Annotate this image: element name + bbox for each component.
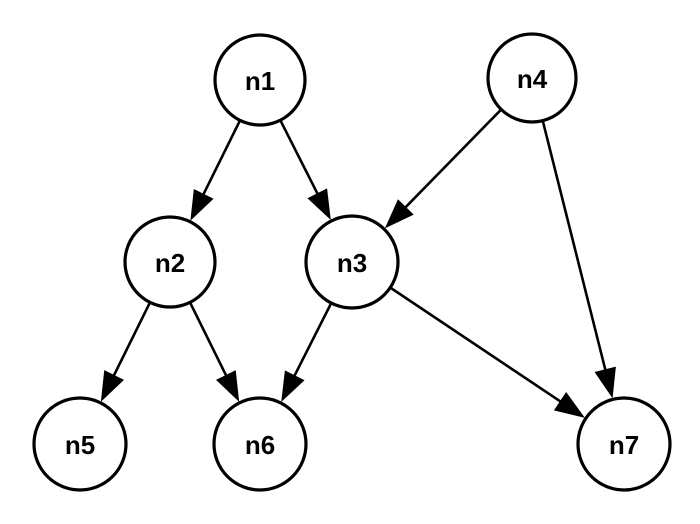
edge-n2-to-n5 [100, 302, 151, 402]
node-n1[interactable]: n1 [213, 33, 307, 127]
node-n3[interactable]: n3 [304, 214, 400, 310]
node-circle[interactable] [486, 32, 578, 124]
node-n2[interactable]: n2 [123, 215, 217, 309]
arrowhead-icon [384, 199, 414, 229]
edge-line [402, 109, 502, 211]
arrowhead-icon [307, 188, 331, 221]
node-circle[interactable] [213, 33, 307, 127]
node-label: n4 [517, 64, 548, 94]
edge-n3-to-n7 [390, 287, 585, 418]
node-circle[interactable] [212, 396, 308, 492]
edge-layer [100, 109, 616, 418]
edge-n4-to-n3 [384, 109, 502, 229]
edge-n2-to-n6 [189, 302, 240, 402]
edge-line [279, 120, 321, 198]
edge-n4-to-n7 [541, 121, 616, 399]
node-circle[interactable] [32, 396, 128, 492]
node-circle[interactable] [123, 215, 217, 309]
edge-n1-to-n2 [190, 120, 241, 221]
arrowhead-icon [553, 392, 585, 418]
node-label: n6 [245, 430, 275, 460]
arrowhead-icon [281, 370, 305, 403]
node-n6[interactable]: n6 [212, 396, 308, 492]
edge-line [189, 302, 229, 380]
node-circle[interactable] [576, 396, 672, 492]
arrowhead-icon [100, 370, 124, 402]
node-layer: n1 n2 n3 n4 n5 n6 n7 [32, 32, 672, 492]
edge-line [541, 121, 608, 374]
node-n7[interactable]: n7 [576, 396, 672, 492]
node-circle[interactable] [304, 214, 400, 310]
edge-line [390, 287, 565, 405]
node-label: n5 [65, 430, 95, 460]
edge-n1-to-n3 [279, 120, 331, 221]
node-label: n2 [155, 248, 185, 278]
arrowhead-icon [594, 366, 616, 399]
node-label: n1 [245, 66, 275, 96]
edge-n3-to-n6 [281, 303, 332, 403]
arrowhead-icon [216, 370, 240, 402]
arrowhead-icon [190, 189, 214, 221]
edge-line [200, 120, 241, 199]
edge-line [111, 302, 151, 380]
edge-line [291, 303, 332, 380]
node-n4[interactable]: n4 [486, 32, 578, 124]
node-n5[interactable]: n5 [32, 396, 128, 492]
node-label: n3 [337, 248, 367, 278]
node-label: n7 [609, 430, 639, 460]
